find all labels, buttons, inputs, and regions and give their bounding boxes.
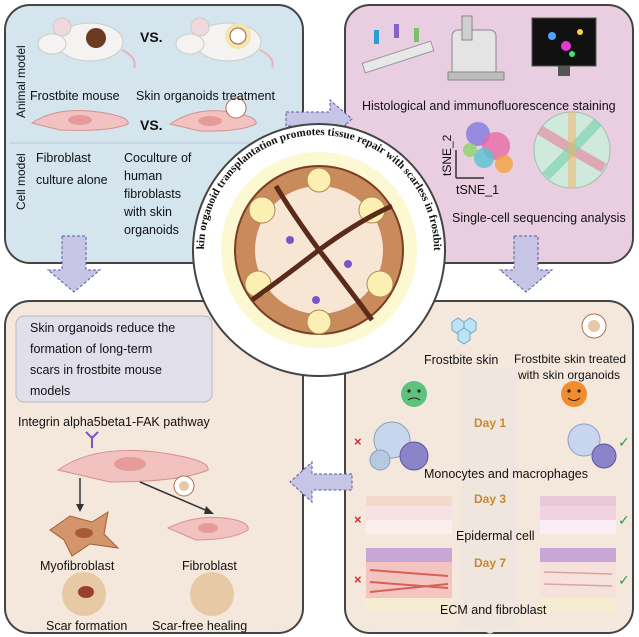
summary-line-4: models [30, 384, 71, 398]
epidermis-right-icon [540, 496, 616, 534]
fluorescence-monitor-icon [531, 17, 597, 76]
sick-face-icon [401, 381, 427, 407]
fibroblast-cell-icon [30, 110, 129, 131]
organoid-treatment-label: Skin organoids treatment [136, 89, 275, 103]
treated-mouse-icon [175, 17, 274, 69]
monocytes-right-icon [567, 423, 617, 469]
summary-line-1: Skin organoids reduce the [30, 321, 176, 335]
myofibroblast-icon [49, 510, 120, 557]
healed-skin-icon [190, 572, 234, 616]
ecm-left-icon [366, 548, 452, 612]
cell-model-label: Cell model [14, 153, 28, 210]
pathway-arrows [76, 478, 214, 514]
pathway-label: Integrin alpha5beta1-FAK pathway [18, 415, 210, 429]
epidermis-left-icon [366, 496, 452, 534]
animal-model-label: Animal model [14, 45, 28, 118]
center-organoid-diagram [192, 123, 446, 377]
arrow-left-icon [289, 460, 353, 504]
fibroblast-label-1: Fibroblast [36, 151, 91, 165]
epidermal-label: Epidermal cell [456, 529, 535, 543]
ecm-label: ECM and fibroblast [440, 603, 547, 617]
vs-label-top: VS. [140, 29, 163, 45]
timeline-column [462, 368, 518, 630]
histology-label: Histological and immunofluorescence stai… [362, 99, 616, 113]
ecm-right-icon [540, 548, 616, 612]
summary-line-3: scars in frostbite mouse [30, 363, 162, 377]
svg-text:Skin organoid transplantation: Skin organoid transplantation promotes t… [0, 0, 443, 251]
pathway-cell-icon [56, 431, 209, 483]
arrow-down-right-icon [498, 235, 554, 293]
tsne2-label: tSNE_2 [440, 134, 454, 176]
scar-free-label: Scar-free healing [152, 619, 248, 633]
single-cell-label: Single-cell sequencing analysis [452, 211, 626, 225]
vs-label-bottom: VS. [140, 117, 163, 133]
fibroblast-result-icon [166, 516, 249, 541]
coculture-cell-icon [168, 97, 257, 132]
frostbite-skin-label: Frostbite skin [424, 353, 499, 367]
coculture-line-5: organoids [124, 223, 179, 237]
scar-mark-icon [78, 586, 94, 598]
worse-mark-day7-icon: × [354, 572, 362, 587]
chord-diagram-icon [533, 111, 611, 189]
microscope-slide-icon [361, 24, 435, 74]
summary-box [15, 315, 213, 403]
coculture-line-4: with skin [124, 205, 172, 219]
day1-label: Day 1 [474, 416, 507, 430]
tsne1-label: tSNE_1 [456, 183, 500, 197]
worse-mark-day1-icon: × [354, 434, 362, 449]
microscope-icon [447, 15, 505, 81]
happy-face-icon [561, 381, 587, 407]
day7-label: Day 7 [474, 556, 507, 570]
monocytes-label: Monocytes and macrophages [424, 467, 588, 481]
organoid-treated-icon [581, 313, 607, 339]
organoid-small-icon [173, 475, 195, 497]
treated-skin-label-1: Frostbite skin treated [514, 352, 627, 366]
worse-mark-day3-icon: × [354, 512, 362, 527]
day3-label: Day 3 [474, 492, 507, 506]
myofibroblast-label: Myofibroblast [40, 559, 115, 573]
improved-mark-day1-icon: ✓ [618, 434, 630, 450]
coculture-line-1: Coculture of [124, 151, 192, 165]
frostbite-mouse-icon [37, 17, 136, 69]
monocytes-left-icon [369, 421, 429, 471]
improved-mark-day3-icon: ✓ [618, 512, 630, 528]
summary-line-2: formation of long-term [30, 342, 153, 356]
hexagon-organoid-icon [451, 317, 477, 345]
improved-mark-day7-icon: ✓ [618, 572, 630, 588]
center-title: Skin organoid transplantation promotes t… [0, 0, 443, 251]
fibroblast-result-label: Fibroblast [182, 559, 237, 573]
tsne-plot-icon [455, 122, 513, 179]
treated-skin-label-2: with skin organoids [518, 368, 621, 382]
coculture-line-3: fibroblasts [124, 187, 181, 201]
fibroblast-label-2: culture alone [36, 173, 108, 187]
arrow-down-left-icon [46, 235, 102, 293]
coculture-line-2: human [124, 169, 163, 183]
frostbite-mouse-label: Frostbite mouse [30, 89, 120, 103]
scar-formation-label: Scar formation [46, 619, 128, 633]
